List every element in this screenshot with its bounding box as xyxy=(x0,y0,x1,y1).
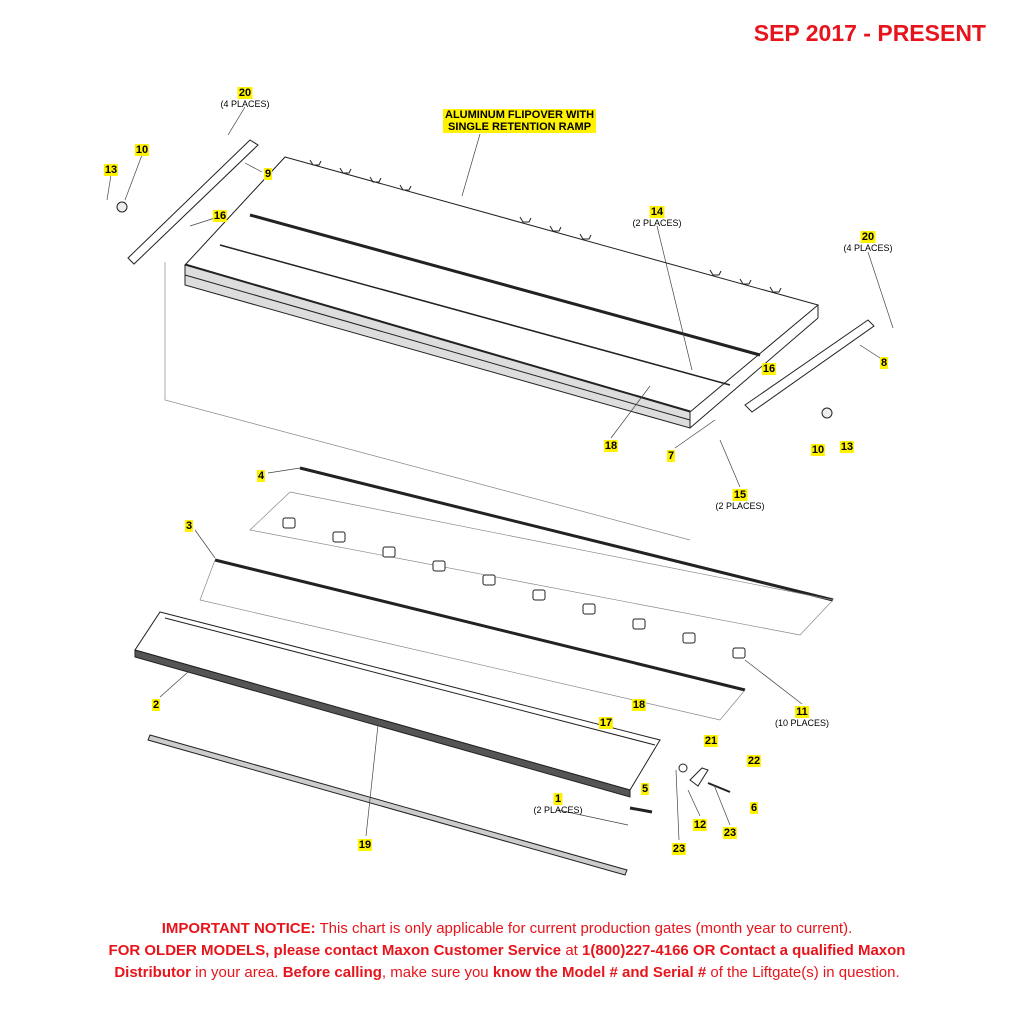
callout-number: 19 xyxy=(357,839,373,851)
callout-number: 21 xyxy=(703,735,719,747)
callout-17: 17 xyxy=(598,716,614,729)
callout-number: 10 xyxy=(810,444,826,456)
callout-number: 3 xyxy=(184,520,194,532)
callout-number: 23 xyxy=(722,827,738,839)
callout-number: 5 xyxy=(640,783,650,795)
callout-number: 15 xyxy=(732,489,748,501)
callout-note: (10 PLACES) xyxy=(774,718,830,728)
callout-13: 13 xyxy=(103,163,119,176)
callout-number: 9 xyxy=(263,168,273,180)
hardware-parts xyxy=(629,763,731,814)
callout-number: 18 xyxy=(603,440,619,452)
callout-number: 23 xyxy=(671,843,687,855)
callout-number: 16 xyxy=(212,210,228,222)
callout-note: (2 PLACES) xyxy=(632,218,682,228)
callout-number: 12 xyxy=(692,819,708,831)
lower-plate xyxy=(134,611,661,798)
callout-15: 15(2 PLACES) xyxy=(715,488,765,512)
callout-number: 1 xyxy=(553,793,563,805)
flipover-ramp xyxy=(164,156,820,541)
callout-2: 2 xyxy=(151,698,161,711)
callout-20b: 20(4 PLACES) xyxy=(843,230,893,254)
callout-number: 14 xyxy=(649,206,665,218)
callout-6: 6 xyxy=(749,801,759,814)
washer-icon xyxy=(821,407,833,419)
callout-11: 11(10 PLACES) xyxy=(775,705,829,729)
callout-note: (2 PLACES) xyxy=(533,805,583,815)
callout-number: 4 xyxy=(256,470,266,482)
callout-19: 19 xyxy=(357,838,373,851)
notice-text: at xyxy=(561,942,583,959)
callout-number: 16 xyxy=(761,363,777,375)
callout-number: 17 xyxy=(598,717,614,729)
callout-21: 21 xyxy=(703,734,719,747)
notice-text: , make sure you xyxy=(381,964,493,981)
right-side-bracket xyxy=(744,319,875,413)
washer-icon xyxy=(116,201,128,213)
callout-number: 7 xyxy=(666,450,676,462)
left-side-bracket xyxy=(127,139,259,265)
callout-3: 3 xyxy=(184,519,194,532)
hinge-blocks xyxy=(282,517,746,659)
callout-number: 8 xyxy=(879,357,889,369)
callout-7: 7 xyxy=(666,449,676,462)
assembly-label-line2: SINGLE RETENTION RAMP xyxy=(448,121,592,133)
leader-lines xyxy=(106,106,894,841)
notice-text: FOR OLDER MODELS, please contact Maxon C… xyxy=(108,942,562,959)
callout-10: 10 xyxy=(134,143,150,156)
notice-heading: IMPORTANT NOTICE: xyxy=(161,920,316,937)
callout-13b: 13 xyxy=(839,440,855,453)
notice-text: of the Liftgate(s) in question. xyxy=(706,964,900,981)
callout-number: 13 xyxy=(103,164,119,176)
assembly-label: ALUMINUM FLIPOVER WITH SINGLE RETENTION … xyxy=(443,109,597,133)
callout-note: (2 PLACES) xyxy=(715,501,765,511)
callout-14: 14(2 PLACES) xyxy=(632,205,682,229)
callout-number: 6 xyxy=(749,802,759,814)
phone-number: 1(800)227-4166 OR Contact a qualified Ma… xyxy=(582,942,906,959)
callout-number: 20 xyxy=(237,87,253,99)
callout-number: 2 xyxy=(151,699,161,711)
callout-number: 20 xyxy=(860,231,876,243)
callout-number: 22 xyxy=(746,755,762,767)
callout-18: 18 xyxy=(603,439,619,452)
callout-number: 18 xyxy=(631,699,647,711)
notice-text: This chart is only applicable for curren… xyxy=(315,920,853,937)
callout-9: 9 xyxy=(263,167,273,180)
notice-text: Distributor xyxy=(114,964,191,981)
rod-3 xyxy=(214,558,746,692)
callout-16b: 16 xyxy=(761,362,777,375)
callout-8: 8 xyxy=(879,356,889,369)
callout-22: 22 xyxy=(746,754,762,767)
rod-4 xyxy=(299,466,834,602)
callout-1: 1(2 PLACES) xyxy=(533,792,583,816)
callout-23: 23 xyxy=(722,826,738,839)
callout-23b: 23 xyxy=(671,842,687,855)
callout-number: 13 xyxy=(839,441,855,453)
rod-3-panel-outline xyxy=(199,559,746,721)
callout-10b: 10 xyxy=(810,443,826,456)
callout-12: 12 xyxy=(692,818,708,831)
notice-text: know the Model # and Serial # xyxy=(492,964,707,981)
callout-18b: 18 xyxy=(631,698,647,711)
callout-note: (4 PLACES) xyxy=(843,243,893,253)
notice-text: in your area. xyxy=(191,964,283,981)
callout-number: 11 xyxy=(795,706,809,718)
important-notice: IMPORTANT NOTICE: This chart is only app… xyxy=(0,918,1014,984)
assembly-label-line1: ALUMINUM FLIPOVER WITH xyxy=(445,109,595,121)
hinge-panel-outline xyxy=(249,491,834,636)
callout-4: 4 xyxy=(256,469,266,482)
callout-number: 10 xyxy=(134,144,150,156)
callout-20: 20(4 PLACES) xyxy=(220,86,270,110)
date-range-title: SEP 2017 - PRESENT xyxy=(753,20,986,46)
callout-note: (4 PLACES) xyxy=(220,99,270,109)
callout-16: 16 xyxy=(212,209,228,222)
rod-19 xyxy=(147,734,628,876)
callout-5: 5 xyxy=(640,782,650,795)
notice-text: Before calling xyxy=(282,964,382,981)
